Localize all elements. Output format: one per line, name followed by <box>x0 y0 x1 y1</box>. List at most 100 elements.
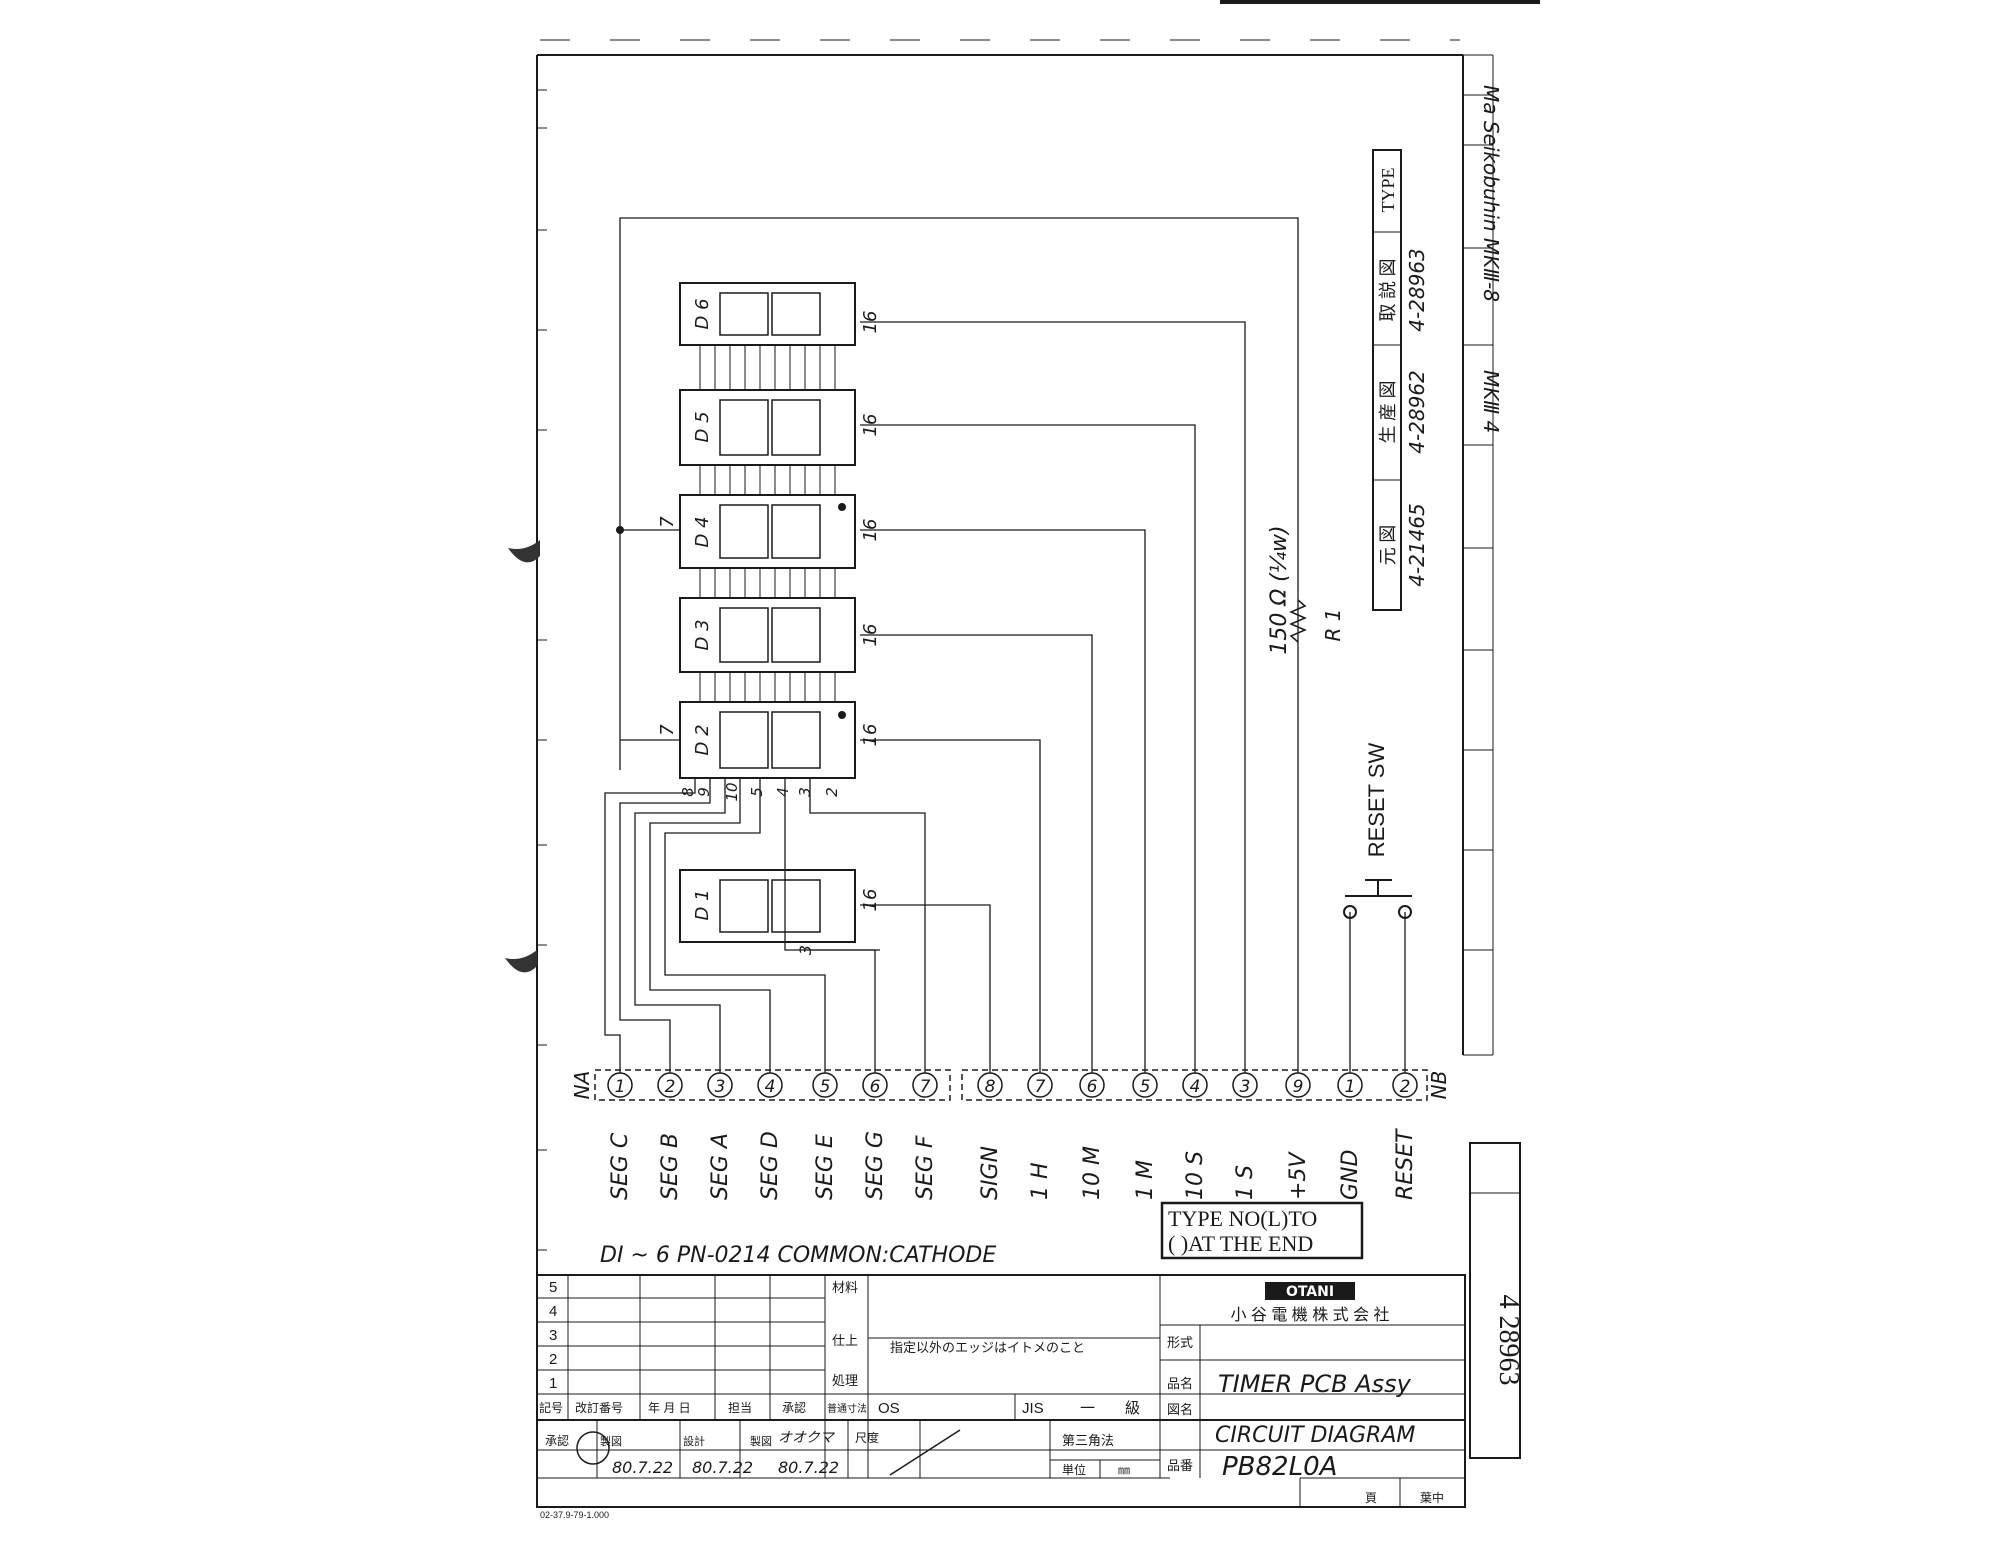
connector-nb-label: NB <box>1427 1071 1451 1100</box>
wire-seg-d <box>649 778 771 1085</box>
display-label: D 4 <box>692 516 713 547</box>
type-value-manual: 4-28963 <box>1405 248 1429 332</box>
na-pin-number: 6 <box>870 1077 881 1097</box>
svg-text:承認: 承認 <box>545 1433 569 1448</box>
svg-text:2: 2 <box>823 787 841 797</box>
na-signal-label: SEG A <box>708 1133 733 1200</box>
svg-text:製図: 製図 <box>600 1434 622 1448</box>
na-pin-circle <box>757 1072 783 1098</box>
pin16-label: 16 <box>860 889 881 912</box>
product-label: 品名 <box>1167 1376 1193 1391</box>
company-logo <box>1265 1282 1355 1300</box>
svg-text:10: 10 <box>723 782 741 801</box>
nb-signal-label: 1 H <box>1028 1162 1053 1200</box>
svg-text:80.7.22: 80.7.22 <box>612 1458 673 1477</box>
svg-text:承認: 承認 <box>782 1400 806 1415</box>
display-d6: D 6 16 <box>679 282 881 346</box>
na-pin-number: 1 <box>615 1077 626 1097</box>
revision-rows: 5 4 3 2 1 <box>549 1279 557 1392</box>
nb-signal-label: 10 M <box>1080 1146 1105 1200</box>
wire-seg-a <box>634 778 726 1085</box>
type-header-production: 生 産 図 <box>1378 381 1398 444</box>
nb-signal-label: GND <box>1338 1150 1363 1200</box>
type-header-type: TYPE <box>1378 167 1398 212</box>
tolerance-value: OS <box>878 1400 900 1417</box>
page-sheet: 葉中 <box>1420 1490 1444 1505</box>
treatment-label: 処理 <box>832 1373 858 1388</box>
left-ticks <box>537 89 547 1251</box>
nb-pin-circle <box>1132 1072 1158 1098</box>
wire-d2-1h <box>860 739 1041 1085</box>
nb-pin-number: 5 <box>1140 1077 1151 1097</box>
svg-text:設計: 設計 <box>683 1434 705 1448</box>
company-name: 小 谷 電 機 株 式 会 社 <box>1230 1306 1389 1324</box>
na-signal-label: SEG E <box>813 1134 838 1200</box>
nb-pin-number: 7 <box>1035 1077 1046 1097</box>
digit-wires <box>619 217 1406 1085</box>
na-pin-number: 2 <box>665 1077 676 1097</box>
pin16-label: 16 <box>860 311 881 334</box>
nb-pin-number: 1 <box>1345 1077 1356 1097</box>
drawing-label: 図名 <box>1167 1402 1193 1417</box>
product-value: TIMER PCB Assy <box>1218 1370 1412 1398</box>
svg-text:OTANI: OTANI <box>1286 1284 1334 1300</box>
display-d3: D 3 16 <box>679 597 881 673</box>
right-margin-strip <box>1463 54 1494 1056</box>
resistor-r1: 150 Ω (¼w) R 1 <box>1267 525 1345 654</box>
display-d1: D 1 16 3 <box>679 869 881 955</box>
d2-bottom-pins: 8 9 10 5 4 3 2 <box>679 782 841 801</box>
svg-text:2: 2 <box>549 1351 557 1368</box>
nb-pin-circle <box>1027 1072 1053 1098</box>
nb-signal-label: +5V <box>1286 1151 1311 1200</box>
page-label: 頁 <box>1365 1491 1377 1505</box>
type-value-production: 4-28962 <box>1405 370 1429 454</box>
na-signal-label: SEG B <box>658 1133 683 1200</box>
tolerance-label: 普通寸法 <box>827 1402 867 1415</box>
display-d4: D 4 16 7 <box>657 494 881 569</box>
wire-d4-1m <box>860 529 1146 1085</box>
title-block <box>536 1274 1466 1508</box>
svg-text:5: 5 <box>748 787 766 797</box>
display-label: D 6 <box>692 298 713 329</box>
na-pin-circle <box>812 1072 838 1098</box>
wire-seg-f <box>809 778 926 1085</box>
display-spec: DI ~ 6 PN-0214 COMMON:CATHODE <box>600 1243 996 1268</box>
wire-d5-10s <box>860 424 1196 1085</box>
nb-pin-circle <box>1392 1072 1418 1098</box>
drawing-value: CIRCUIT DIAGRAM <box>1215 1423 1415 1448</box>
binder-hole-bottom <box>505 950 537 973</box>
part-label: 品番 <box>1167 1458 1193 1473</box>
svg-text:年 月 日: 年 月 日 <box>648 1401 691 1415</box>
na-pin-number: 3 <box>715 1077 726 1097</box>
nb-pin-circle <box>1182 1072 1208 1098</box>
display-label: D 1 <box>692 889 713 920</box>
nb-pin-number: 6 <box>1087 1077 1098 1097</box>
segment-bus <box>699 345 836 702</box>
type-header-manual: 取 説 図 <box>1378 259 1398 322</box>
resistor-value: 150 Ω (¼w) <box>1267 525 1292 654</box>
wire-seg-e <box>664 778 826 1085</box>
svg-text:TYPE NO(L)TO: TYPE NO(L)TO <box>1168 1206 1317 1231</box>
reset-switch-label: RESET SW <box>1364 743 1389 858</box>
na-signal-label: SEG C <box>608 1132 633 1200</box>
na-pin-number: 7 <box>920 1077 931 1097</box>
display-label: D 3 <box>692 619 713 650</box>
na-signal-label: SEG F <box>913 1135 938 1200</box>
nb-pin-number: 4 <box>1190 1077 1201 1097</box>
svg-text:4: 4 <box>549 1303 557 1320</box>
pin3-label: 3 <box>796 945 815 955</box>
approval-seal <box>576 1431 610 1465</box>
side-drawing-number: 4 28963 <box>1493 1295 1524 1386</box>
nb-pin-number: 8 <box>985 1077 996 1097</box>
pin16-label: 16 <box>860 519 881 542</box>
display-label: D 2 <box>692 724 713 755</box>
svg-text:単位: 単位 <box>1062 1462 1086 1477</box>
connector-na-label: NA <box>570 1071 594 1100</box>
nb-pin-circle <box>1285 1072 1311 1098</box>
svg-text:オオクマ: オオクマ <box>778 1430 836 1446</box>
nb-signal-label: SIGN <box>978 1146 1003 1200</box>
nb-signal-label: 1 M <box>1133 1160 1158 1200</box>
svg-text:尺度: 尺度 <box>855 1430 879 1445</box>
